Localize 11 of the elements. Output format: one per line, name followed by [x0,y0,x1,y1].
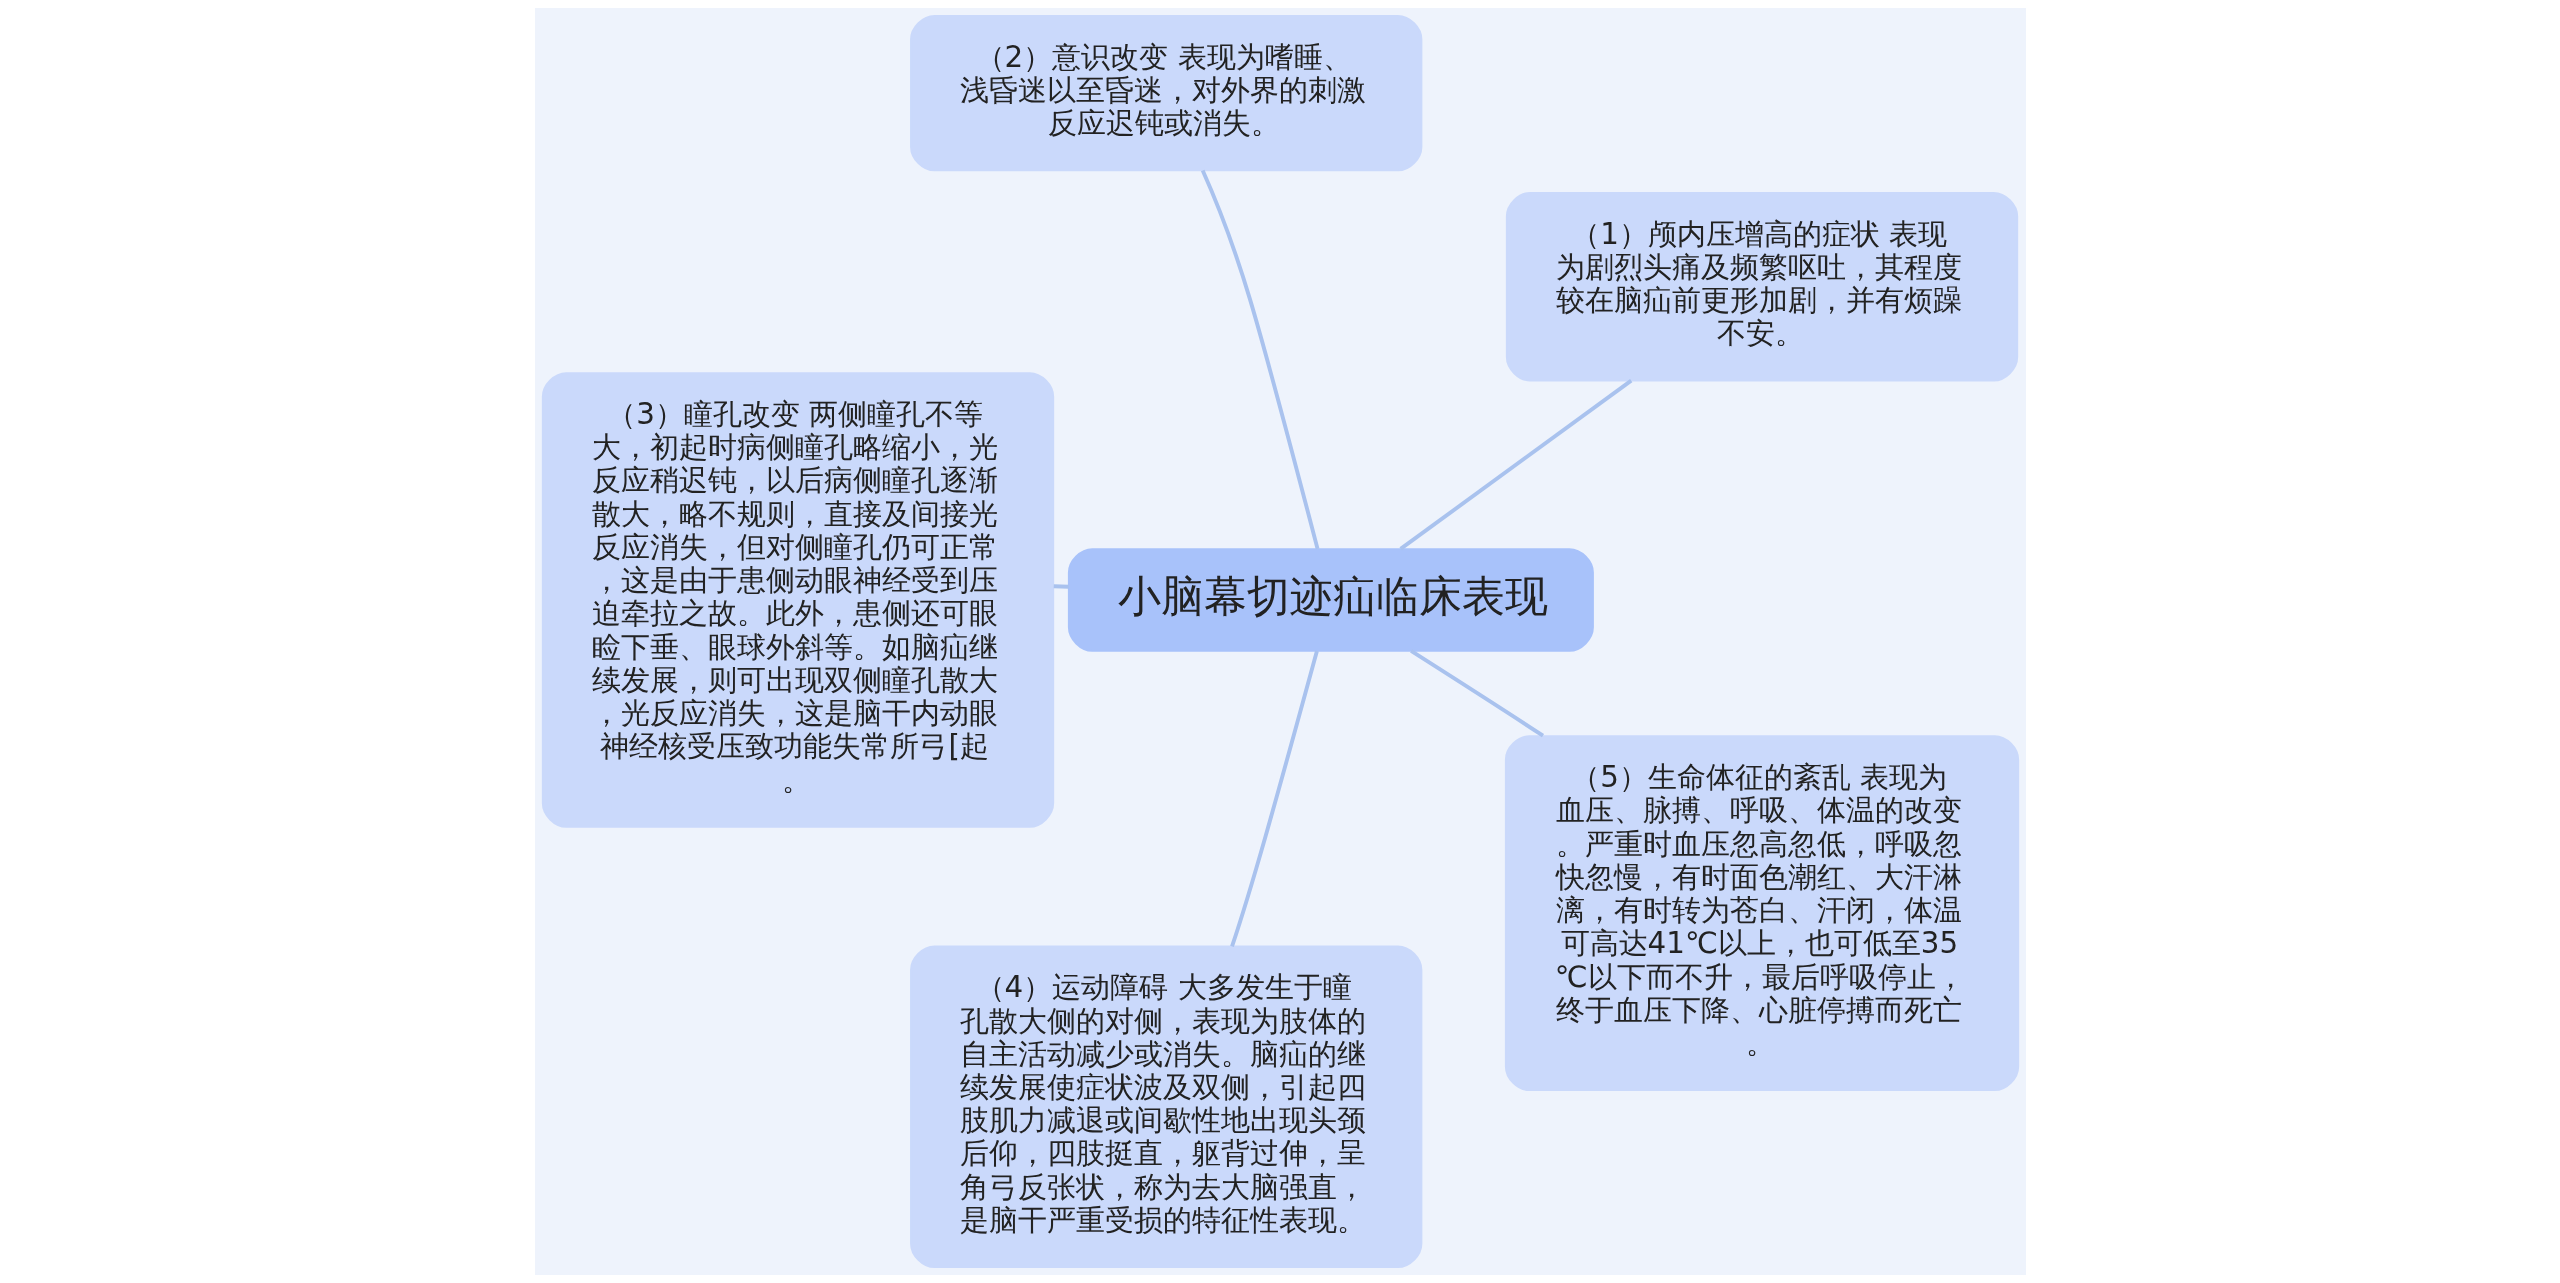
connector [1409,649,1544,738]
node-box: （4）运动障碍 大多发生于瞳孔散大侧的对侧，表现为肢体的自主活动减少或消失。脑疝的继续发展使症状波及双侧，引起四肢肌力减退或间歇性地出现头颈后仰，四肢挺直，躯背过伸，呈角弓反张状，称为去大脑强直，是脑干严重受损的特征性表现。 [909,945,1422,1269]
connector [1053,584,1069,589]
connector [1398,379,1632,551]
node-box: （1）颅内压增高的症状 表现为剧烈头痛及频繁呕吐，其程度较在脑疝前更形加剧，并有烦躁不安。 [1505,191,2018,382]
connector [1200,169,1319,550]
node-box: 小脑幕切迹疝临床表现 [1067,548,1594,652]
node-box: （2）意识改变 表现为嗜睡、浅昏迷以至昏迷，对外界的刺激反应迟钝或消失。 [909,14,1422,172]
connector [1229,650,1319,947]
node-box: （3）瞳孔改变 两侧瞳孔不等大，初起时病侧瞳孔略缩小，光反应稍迟钝，以后病侧瞳孔逐渐散大，略不规则，直接及间接光反应消失，但对侧瞳孔仍可正常，这是由于患侧动眼神经受到压迫牵拉之故。此外，患侧还可眼睑下垂、眼球外斜等。如脑疝继续发展，则可出现双侧瞳孔散大，光反应消失，这是脑干内动眼神经核受压致功能失常所弓[起。 [541,372,1054,828]
node-box: （5）生命体征的紊乱 表现为血压、脉搏、呼吸、体温的改变。严重时血压忽高忽低，呼吸忽快忽慢，有时面色潮红、大汗淋漓，有时转为苍白、汗闭，体温可高达41℃以上，也可低至35℃以下而不升，最后呼吸停止，终于血压下降、心脏停搏而死亡。 [1504,735,2019,1092]
